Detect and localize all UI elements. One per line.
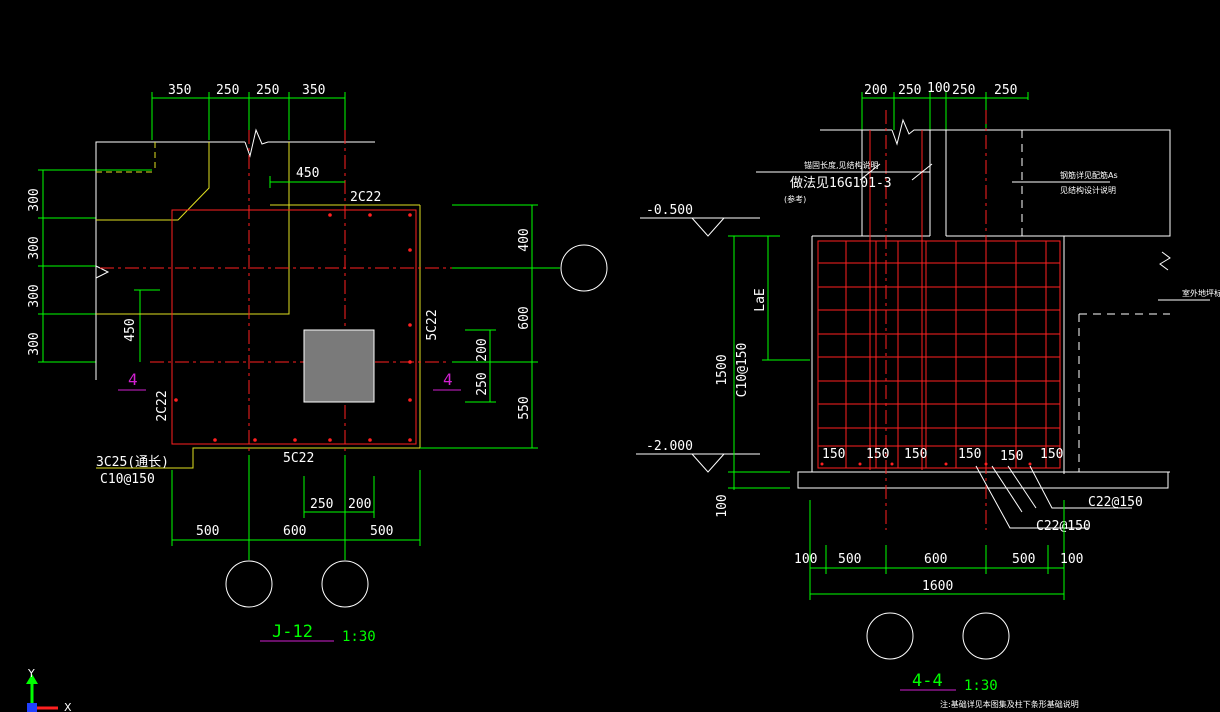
- section-top-dim-1: 200: [864, 83, 887, 98]
- section-view-4-4: 200 250 100 250 250 -0.500 -2.000: [636, 81, 1220, 709]
- plan-bottom-inner-dim-2: 200: [348, 497, 371, 512]
- plan-top-dim-1: 350: [168, 83, 191, 98]
- section-scale: 1:30: [964, 678, 998, 694]
- ucs-y-label: Y: [27, 667, 35, 680]
- section-bottom-dim-3: 600: [924, 552, 947, 567]
- plan-section-mark-right: 4: [443, 370, 453, 389]
- section-top-dim-5: 250: [994, 83, 1017, 98]
- plan-top-dim-2: 250: [216, 83, 239, 98]
- section-bar-spacing-2: 150: [866, 447, 889, 462]
- section-dim-100: 100: [715, 494, 730, 517]
- ucs-x-label: X: [64, 701, 72, 712]
- section-bar-spacing-3: 150: [904, 447, 927, 462]
- section-elev-top: -0.500: [646, 203, 693, 218]
- plan-rebar-note-1: 3C25(通长): [96, 455, 169, 470]
- plan-section-mark-left: 4: [128, 370, 138, 389]
- plan-axis-bubble-right: [560, 244, 608, 292]
- plan-top-dim-4: 350: [302, 83, 325, 98]
- section-total-dim: 1600: [922, 579, 953, 594]
- section-bottom-dim-4: 500: [1012, 552, 1035, 567]
- plan-left-dim-3: 300: [27, 284, 42, 307]
- plan-left-dim-2: 300: [27, 236, 42, 259]
- plan-rebar-top: 2C22: [350, 190, 381, 205]
- plan-rebar-note-2: C10@150: [100, 472, 155, 487]
- section-note-atlas-2: 做法见16G101-3: [790, 176, 892, 191]
- section-stirrup-label: C10@150: [735, 343, 750, 398]
- plan-view-j12: 350 250 250 350 300 300 300 300 450: [27, 83, 608, 645]
- plan-column-block: [303, 329, 375, 403]
- section-rebar-label-1: C22@150: [1088, 495, 1143, 510]
- section-dim-1500: 1500: [715, 354, 730, 385]
- section-elev-bottom: -2.000: [646, 439, 693, 454]
- plan-bottom-dim-3: 500: [370, 524, 393, 539]
- plan-scale: 1:30: [342, 629, 376, 645]
- ucs-icon: Y X: [26, 667, 72, 712]
- section-bar-spacing-4: 150: [958, 447, 981, 462]
- section-note-right-3: 室外地坪标高: [1182, 288, 1220, 298]
- section-bottom-dim-2: 500: [838, 552, 861, 567]
- section-axis-bubble-1: [866, 612, 914, 660]
- plan-right-dim-1: 400: [517, 228, 532, 251]
- plan-left-dim-4: 300: [27, 332, 42, 355]
- plan-right-dim-3: 550: [517, 396, 532, 419]
- section-note-right-1: 钢筋详见配筋As: [1060, 170, 1118, 180]
- section-anchor-label: LaE: [753, 288, 768, 311]
- plan-axis-bubble-1: [225, 560, 273, 608]
- plan-bottom-dim-2: 600: [283, 524, 306, 539]
- section-bottom-dim-5: 100: [1060, 552, 1083, 567]
- plan-rebar-right: 5C22: [425, 309, 440, 340]
- plan-title: J-12: [272, 622, 313, 642]
- section-bar-spacing-1: 150: [822, 447, 845, 462]
- section-title: 4-4: [912, 671, 943, 691]
- plan-top-dim-3: 250: [256, 83, 279, 98]
- section-footnote: 注:基础详见本图集及柱下条形基础说明: [940, 699, 1079, 709]
- plan-dim-450: 450: [296, 166, 319, 181]
- plan-rebar-left: 2C22: [155, 390, 170, 421]
- plan-bottom-inner-dim-1: 250: [310, 497, 333, 512]
- section-top-dim-2: 250: [898, 83, 921, 98]
- plan-bottom-dim-1: 500: [196, 524, 219, 539]
- section-note-right-2: 见结构设计说明: [1060, 185, 1116, 195]
- section-top-dim-4: 250: [952, 83, 975, 98]
- section-top-dim-3: 100: [927, 81, 950, 96]
- plan-right-inner-dim-1: 200: [475, 338, 490, 361]
- plan-rebar-bottom: 5C22: [283, 451, 314, 466]
- plan-inner-left-dim: 450: [123, 318, 138, 341]
- plan-right-inner-dim-2: 250: [475, 372, 490, 395]
- plan-axis-bubble-2: [321, 560, 369, 608]
- plan-right-dim-2: 600: [517, 306, 532, 329]
- section-bar-spacing-6: 150: [1040, 447, 1063, 462]
- section-bar-spacing-5: 150: [1000, 449, 1023, 464]
- section-note-atlas-1: 锚固长度,见结构说明: [804, 160, 879, 170]
- section-axis-bubble-2: [962, 612, 1010, 660]
- plan-left-dim-1: 300: [27, 188, 42, 211]
- section-bottom-dim-1: 100: [794, 552, 817, 567]
- section-bedding-slab: [797, 471, 1169, 489]
- section-note-atlas-3: (参考): [784, 194, 806, 204]
- section-rebar-label-2: C22@150: [1036, 519, 1091, 534]
